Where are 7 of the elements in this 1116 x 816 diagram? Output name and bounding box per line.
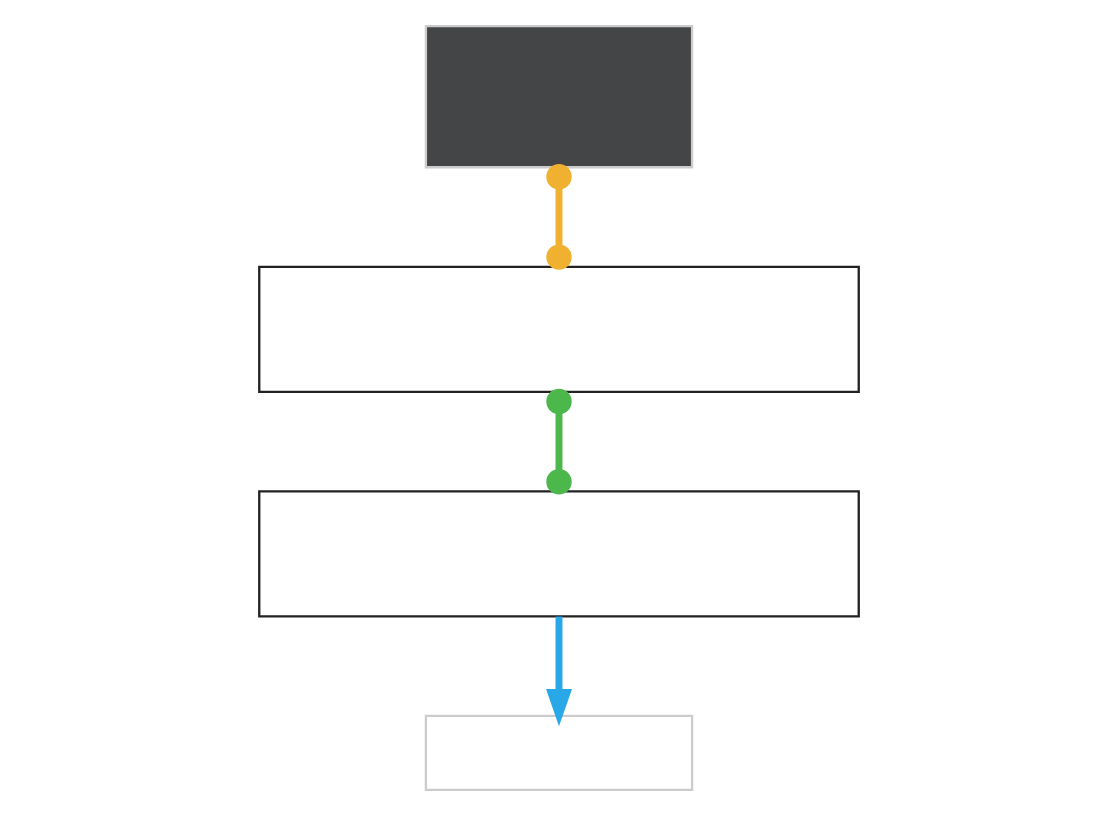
connector: [545, 163, 571, 270]
arrow: [545, 616, 571, 727]
node-box: [257, 490, 859, 618]
node-box: [423, 714, 693, 792]
node-box: [257, 265, 859, 393]
node-box: [423, 24, 693, 169]
connector: [545, 388, 571, 495]
